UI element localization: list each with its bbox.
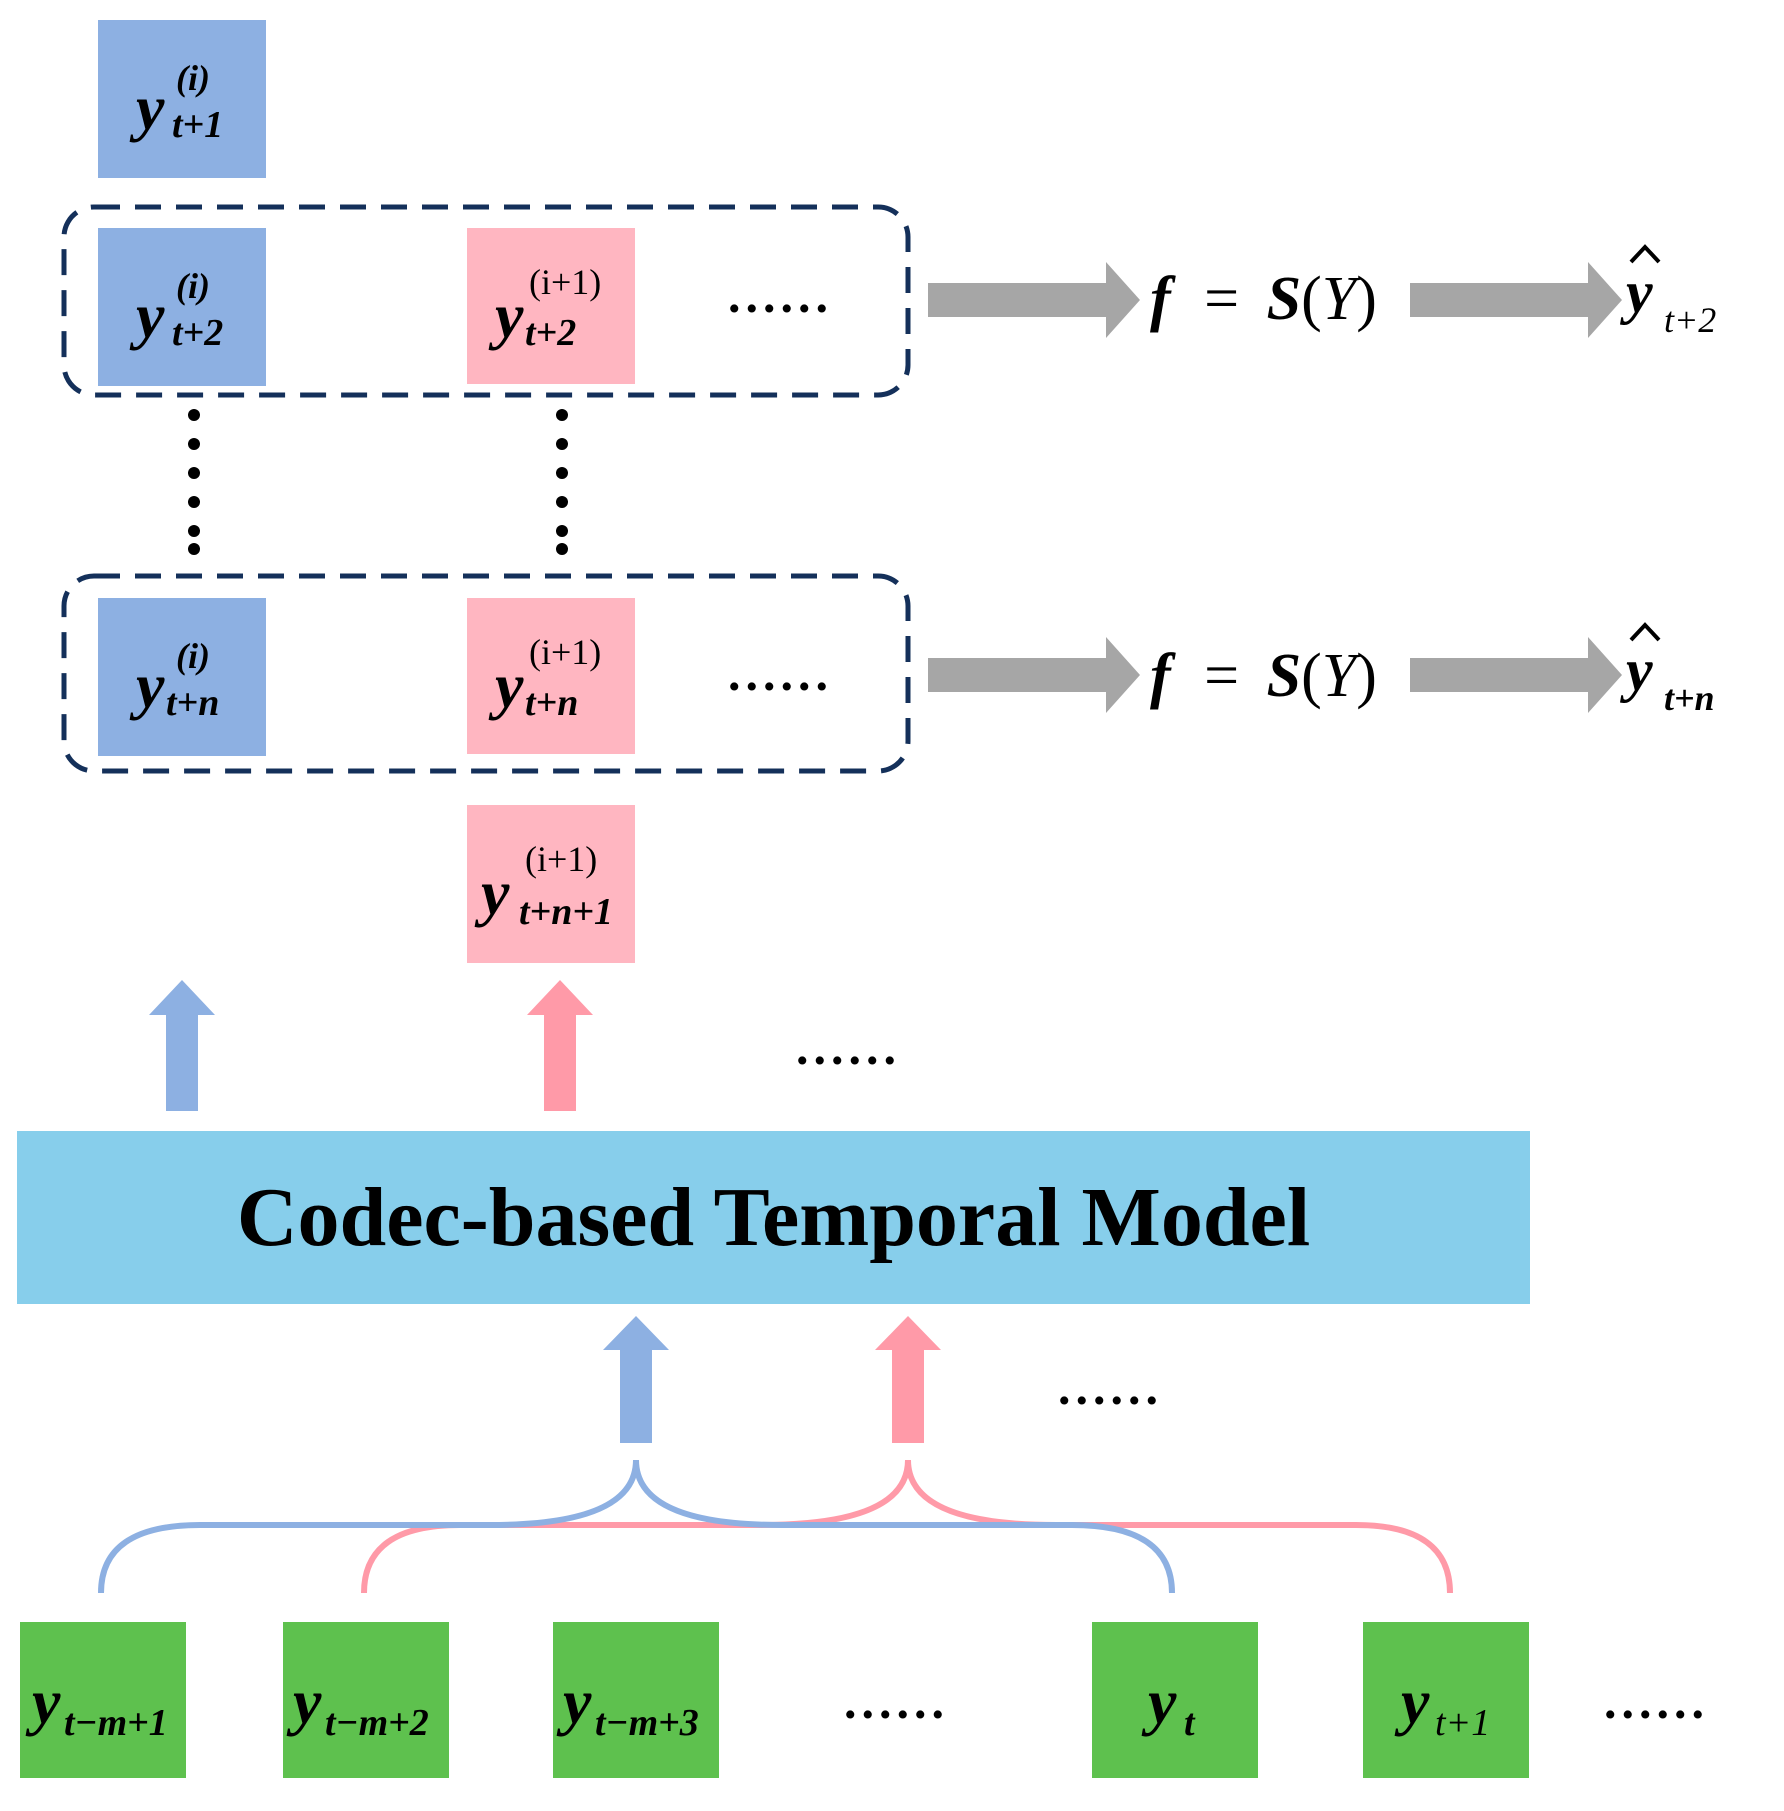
formula-y: Y — [1321, 265, 1357, 333]
input-y-var: y — [1148, 1666, 1177, 1737]
ellipsis-inputs-mid: ...... — [844, 1673, 949, 1729]
output-y-var: y — [1626, 637, 1653, 703]
block-y-var: y — [136, 280, 165, 351]
group-frame-rown — [61, 573, 911, 774]
block-sup: (i) — [176, 636, 210, 676]
ellipsis-input-arrows: ...... — [1058, 1359, 1163, 1415]
block-sub: t+n+1 — [519, 891, 613, 933]
block-y-var: y — [495, 280, 524, 351]
block-y-i-t2: y (i) t+2 — [98, 228, 266, 386]
pink-up-arrow-output — [527, 980, 593, 1111]
block-y-var: y — [495, 650, 524, 721]
output-y-var: y — [1626, 259, 1653, 325]
block-y-i1-tn: y (i+1) t+n — [467, 598, 635, 754]
input-block-t-m2: y t−m+2 — [283, 1622, 449, 1778]
block-y-var: y — [136, 72, 165, 143]
input-block-t: y t — [1092, 1622, 1258, 1778]
formula-open: ( — [1301, 265, 1322, 333]
formula-y: Y — [1321, 642, 1357, 710]
block-sup: (i+1) — [529, 632, 602, 672]
ellipsis-row2: ...... — [728, 267, 833, 323]
input-y-var: y — [32, 1666, 61, 1737]
block-sub: t+2 — [525, 312, 577, 354]
input-y-var: y — [1401, 1666, 1430, 1737]
input-sub: t — [1184, 1702, 1195, 1744]
input-sub: t−m+3 — [595, 1702, 699, 1744]
input-y-var: y — [293, 1666, 322, 1737]
formula-eq: = — [1204, 642, 1240, 710]
gray-arrow-row2-b — [1410, 262, 1622, 338]
pink-brace — [361, 1459, 1453, 1594]
vertical-dots-right — [556, 409, 568, 555]
block-sup: (i+1) — [525, 839, 598, 879]
gray-arrow-row2-a — [928, 262, 1140, 338]
input-y-var: y — [563, 1666, 592, 1737]
input-block-t-m1: y t−m+1 — [20, 1622, 186, 1778]
ellipsis-output-arrows: ...... — [796, 1019, 901, 1075]
input-block-t-m3: y t−m+3 — [553, 1622, 719, 1778]
blue-brace — [98, 1459, 1175, 1594]
model-label: Codec-based Temporal Model — [236, 1171, 1311, 1264]
output-sub: t+n — [1664, 678, 1715, 718]
vertical-dots-left — [188, 409, 200, 555]
block-y-i-t1: y (i) t+1 — [98, 20, 266, 178]
formula-open: ( — [1301, 642, 1322, 710]
block-sub: t+n — [525, 682, 579, 724]
formula-f: f — [1150, 642, 1171, 710]
formula-s: S — [1266, 642, 1302, 710]
group-frame-row2 — [61, 204, 911, 398]
ellipsis-inputs-end: ...... — [1604, 1673, 1709, 1729]
formula-row2: f = S(Y) — [1150, 268, 1377, 330]
blue-up-arrow-input — [603, 1316, 669, 1443]
hat-icon-row2 — [1629, 244, 1661, 264]
pink-up-arrow-input — [875, 1316, 941, 1443]
output-yhat-t2: y t+2 — [1626, 262, 1746, 342]
codec-temporal-model: Codec-based Temporal Model — [17, 1131, 1530, 1304]
formula-close: ) — [1356, 265, 1377, 333]
input-sub: t−m+1 — [64, 1702, 168, 1744]
block-y-i-tn: y (i) t+n — [98, 598, 266, 756]
gray-arrow-rown-b — [1410, 637, 1622, 713]
block-sub: t+n — [166, 682, 220, 724]
hat-icon-rown — [1629, 622, 1661, 642]
block-sub: t+2 — [172, 312, 224, 354]
input-sub: t−m+2 — [325, 1702, 429, 1744]
blue-up-arrow-output — [149, 980, 215, 1111]
block-sup: (i+1) — [529, 262, 602, 302]
formula-close: ) — [1356, 642, 1377, 710]
block-y-var: y — [136, 650, 165, 721]
output-yhat-tn: y t+n — [1626, 640, 1746, 720]
gray-arrow-rown-a — [928, 637, 1140, 713]
ellipsis-rown: ...... — [728, 645, 833, 701]
block-sup: (i) — [176, 266, 210, 306]
formula-eq: = — [1204, 265, 1240, 333]
formula-rown: f = S(Y) — [1150, 645, 1377, 707]
block-y-i1-t2: y (i+1) t+2 — [467, 228, 635, 384]
formula-s: S — [1266, 265, 1302, 333]
block-y-i1-tn1: y (i+1) t+n+1 — [467, 805, 635, 963]
output-sub: t+2 — [1664, 300, 1717, 340]
block-sup: (i) — [176, 58, 210, 98]
formula-f: f — [1150, 265, 1171, 333]
block-y-var: y — [481, 857, 510, 928]
input-block-t1: y t+1 — [1363, 1622, 1529, 1778]
block-sub: t+1 — [172, 104, 224, 146]
input-sub: t+1 — [1435, 1702, 1491, 1744]
